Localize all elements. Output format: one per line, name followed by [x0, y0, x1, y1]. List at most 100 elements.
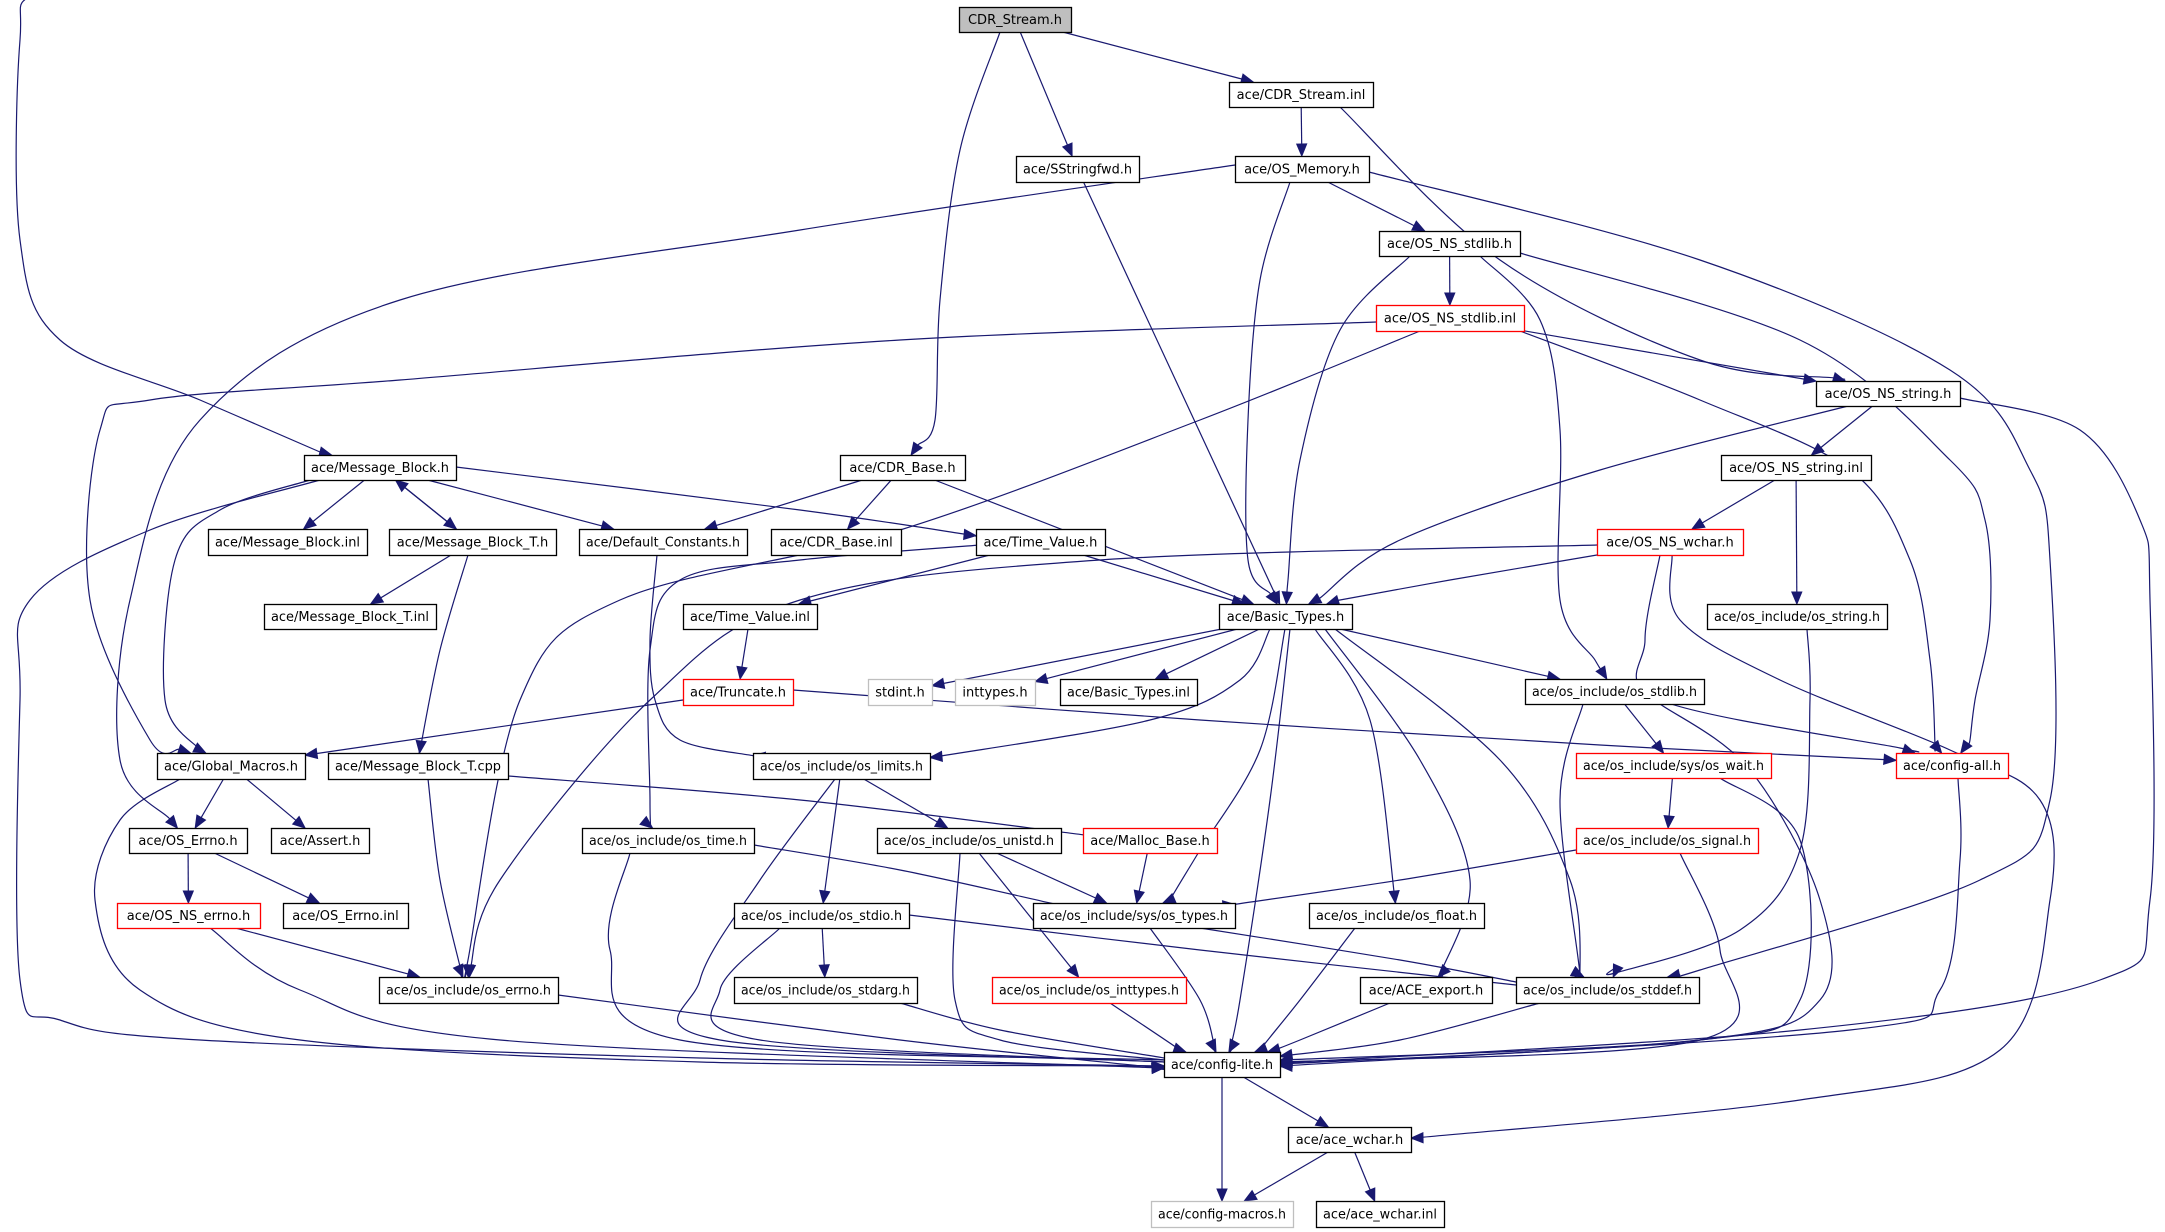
node-config-lite-h[interactable]: ace/config-lite.h	[1163, 1051, 1282, 1079]
edge-os_ns_string_h-to-config_lite_h	[1260, 397, 2155, 1066]
node-os-time-h[interactable]: ace/os_include/os_time.h	[581, 827, 756, 855]
node-label: inttypes.h	[962, 686, 1027, 701]
arrowhead-icon	[1278, 1060, 1293, 1072]
node-assert-h[interactable]: ace/Assert.h	[270, 827, 371, 855]
node-message-block-h[interactable]: ace/Message_Block.h	[303, 454, 458, 482]
arrowhead-icon	[182, 890, 195, 905]
edge-basic_types_h-to-basic_types_inl	[1166, 628, 1260, 675]
arrowhead-icon	[933, 816, 949, 829]
edge-basic_types_h-to-inttypes_h	[1046, 628, 1238, 680]
arrowhead-icon	[1651, 739, 1665, 755]
node-label: ace/OS_NS_errno.h	[127, 909, 251, 924]
node-box	[1575, 752, 1773, 780]
node-cdr-stream-h[interactable]: CDR_Stream.h	[958, 6, 1073, 34]
node-malloc-base-h[interactable]: ace/Malloc_Base.h	[1082, 827, 1219, 855]
arrowhead-icon	[1929, 739, 1943, 754]
node-message-block-t-cpp[interactable]: ace/Message_Block_T.cpp	[327, 752, 510, 781]
node-message-block-t-h[interactable]: ace/Message_Block_T.h	[388, 528, 558, 557]
node-label: ace/os_include/os_unistd.h	[884, 834, 1054, 849]
node-time-value-h[interactable]: ace/Time_Value.h	[975, 528, 1107, 557]
node-box	[578, 528, 749, 557]
node-os-signal-h[interactable]: ace/os_include/os_signal.h	[1575, 827, 1760, 855]
node-os-errno-inl[interactable]: ace/OS_Errno.inl	[282, 902, 410, 930]
node-os-include-errno-h[interactable]: ace/os_include/os_errno.h	[378, 976, 560, 1005]
edge-global_macros_h-to-config_lite_h	[93, 778, 1193, 1067]
node-os-stdarg-h[interactable]: ace/os_include/os_stdarg.h	[733, 976, 919, 1005]
node-basic-types-inl[interactable]: ace/Basic_Types.inl	[1059, 678, 1199, 707]
node-truncate-h[interactable]: ace/Truncate.h	[682, 678, 795, 707]
arrowhead-icon	[1595, 665, 1608, 681]
node-os-stdio-h[interactable]: ace/os_include/os_stdio.h	[733, 902, 911, 930]
node-message-block-t-inl[interactable]: ace/Message_Block_T.inl	[263, 603, 438, 631]
node-os-stdlib-h[interactable]: ace/os_include/os_stdlib.h	[1524, 678, 1706, 706]
node-message-block-inl[interactable]: ace/Message_Block.inl	[207, 528, 369, 557]
node-label: ace/config-all.h	[1903, 759, 2001, 774]
node-box	[954, 678, 1037, 707]
edge-os_signal_h-to-config_lite_h	[1253, 852, 1741, 1065]
edge-global_macros_h-to-assert_h	[246, 778, 297, 821]
node-default-constants-h[interactable]: ace/Default_Constants.h	[578, 528, 749, 557]
node-label: ace/OS_NS_stdlib.h	[1387, 237, 1512, 252]
node-cdr-base-inl[interactable]: ace/CDR_Base.inl	[770, 528, 903, 557]
node-stdint-h[interactable]: stdint.h	[867, 678, 934, 707]
node-box	[1720, 454, 1873, 482]
edge-os_memory_h-to-os_errno_ace_h	[116, 164, 1236, 820]
edge-os_stdio_h-to-os_stdarg_h	[821, 927, 825, 966]
node-label: ace/os_include/os_stdio.h	[741, 909, 902, 924]
edge-os_ns_string_h-to-os_ns_string_inl	[1820, 405, 1873, 448]
node-ace-export-h[interactable]: ace/ACE_export.h	[1359, 976, 1494, 1005]
node-os-ns-string-inl[interactable]: ace/OS_NS_string.inl	[1720, 454, 1873, 482]
node-os-float-h[interactable]: ace/os_include/os_float.h	[1308, 902, 1486, 930]
node-config-all-h[interactable]: ace/config-all.h	[1895, 752, 2010, 780]
node-inttypes-h[interactable]: inttypes.h	[954, 678, 1037, 707]
node-os-inttypes-h[interactable]: ace/os_include/os_inttypes.h	[991, 976, 1188, 1005]
edge-sstringfwd_h-to-basic_types_h	[1082, 181, 1276, 594]
node-sstringfwd-h[interactable]: ace/SStringfwd.h	[1015, 155, 1141, 184]
node-os-memory-h[interactable]: ace/OS_Memory.h	[1234, 155, 1371, 184]
edge-cdr_stream_h-to-sstringfwd_h	[1019, 31, 1068, 146]
node-os-string-h[interactable]: ace/os_include/os_string.h	[1706, 603, 1889, 631]
edge-os_ns_errno_h-to-os_include_errno_h	[235, 927, 409, 975]
node-os-unistd-h[interactable]: ace/os_include/os_unistd.h	[876, 827, 1063, 855]
node-os-types-h[interactable]: ace/os_include/sys/os_types.h	[1032, 902, 1237, 930]
arrowhead-icon	[819, 889, 831, 905]
node-os-limits-h[interactable]: ace/os_include/os_limits.h	[752, 752, 932, 781]
arrowhead-icon	[1265, 590, 1278, 606]
node-ace-wchar-inl[interactable]: ace/ace_wchar.inl	[1315, 1200, 1446, 1229]
node-time-value-inl[interactable]: ace/Time_Value.inl	[682, 603, 819, 631]
node-os-errno-ace-h[interactable]: ace/OS_Errno.h	[128, 827, 249, 855]
node-label: ace/SStringfwd.h	[1023, 163, 1132, 178]
node-ace-wchar-h[interactable]: ace/ace_wchar.h	[1287, 1126, 1413, 1154]
arrowhead-icon	[291, 815, 307, 829]
edge-message_block_t_h-to-message_block_t_cpp	[418, 554, 469, 756]
node-config-macros-h[interactable]: ace/config-macros.h	[1150, 1200, 1295, 1229]
node-label: ace/CDR_Stream.inl	[1237, 88, 1366, 103]
node-os-ns-stdlib-inl[interactable]: ace/OS_NS_stdlib.inl	[1375, 304, 1526, 333]
node-box	[156, 752, 307, 781]
node-os-ns-errno-h[interactable]: ace/OS_NS_errno.h	[116, 902, 262, 930]
node-box	[128, 827, 249, 855]
node-os-ns-stdlib-h[interactable]: ace/OS_NS_stdlib.h	[1378, 230, 1522, 258]
edge-message_block_h-to-config_lite_h	[16, 479, 1193, 1068]
node-os-stddef-h[interactable]: ace/os_include/os_stddef.h	[1515, 976, 1701, 1005]
arrowhead-icon	[1690, 517, 1706, 530]
arrowhead-icon	[1161, 892, 1177, 904]
arrowhead-icon	[736, 665, 748, 681]
arrowhead-icon	[1092, 892, 1108, 904]
node-box	[378, 976, 560, 1005]
node-basic-types-h[interactable]: ace/Basic_Types.h	[1218, 603, 1354, 631]
node-os-ns-wchar-h[interactable]: ace/OS_NS_wchar.h	[1596, 528, 1745, 557]
edge-cdr_base_h-to-default_constants_h	[716, 479, 863, 526]
node-os-wait-h[interactable]: ace/os_include/sys/os_wait.h	[1575, 752, 1773, 780]
node-os-ns-string-h[interactable]: ace/OS_NS_string.h	[1815, 380, 1962, 408]
node-box	[867, 678, 934, 707]
node-global-macros-h[interactable]: ace/Global_Macros.h	[156, 752, 307, 781]
node-cdr-stream-inl[interactable]: ace/CDR_Stream.inl	[1228, 81, 1375, 109]
node-cdr-base-h[interactable]: ace/CDR_Base.h	[839, 454, 967, 482]
node-box	[1015, 155, 1141, 184]
edge-basic_types_h-to-os_types_h	[1168, 628, 1286, 904]
node-label: ace/config-macros.h	[1158, 1208, 1286, 1223]
edge-os_time_h-to-config_lite_h	[607, 852, 1201, 1063]
arrowhead-icon	[1810, 442, 1825, 456]
